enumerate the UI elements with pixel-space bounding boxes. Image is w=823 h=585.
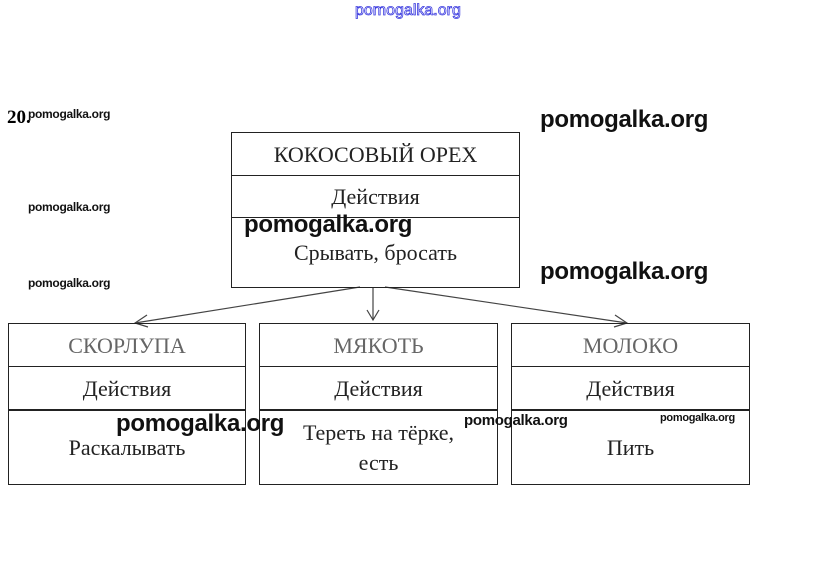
child-box-milk: МОЛОКО Действия Пить: [511, 323, 750, 485]
child-box-shell: СКОРЛУПА Действия Раскалывать: [8, 323, 246, 485]
root-box: КОКОСОВЫЙ ОРЕХ Действия Срывать, бросать: [231, 132, 520, 288]
child-section: Действия: [586, 375, 675, 401]
arrowhead-pulp: [366, 309, 380, 322]
child-title: МЯКОТЬ: [333, 332, 424, 358]
arrow-to-shell: [134, 286, 361, 324]
child-section: Действия: [334, 375, 423, 401]
child-section: Действия: [82, 375, 172, 401]
child-actions: Пить: [606, 435, 655, 461]
child-actions: Раскалывать: [68, 435, 186, 461]
watermark: pomogalka.org: [28, 200, 111, 214]
child-box-pulp: МЯКОТЬ Действия Тереть на тёрке, есть: [259, 323, 498, 485]
root-section: Действия: [331, 184, 420, 210]
child-actions: Тереть на тёрке, есть: [302, 420, 455, 475]
watermark: pomogalka.org: [540, 106, 709, 133]
child-title: МОЛОКО: [582, 332, 679, 358]
watermark: pomogalka.org: [540, 258, 709, 285]
watermark: pomogalka.org: [244, 211, 413, 238]
task-number: 20.: [7, 107, 31, 128]
root-actions: Срывать, бросать: [293, 240, 457, 266]
root-title: КОКОСОВЫЙ ОРЕХ: [273, 141, 478, 167]
watermark: pomogalka.org: [28, 107, 111, 121]
watermark: pomogalka.org: [464, 412, 568, 429]
watermark: pomogalka.org: [28, 276, 111, 290]
watermark: pomogalka.org: [660, 412, 735, 424]
header-watermark: pomogalka.org: [355, 2, 462, 20]
arrow-to-milk: [384, 286, 628, 324]
child-title: СКОРЛУПА: [68, 332, 186, 358]
watermark: pomogalka.org: [116, 410, 285, 437]
